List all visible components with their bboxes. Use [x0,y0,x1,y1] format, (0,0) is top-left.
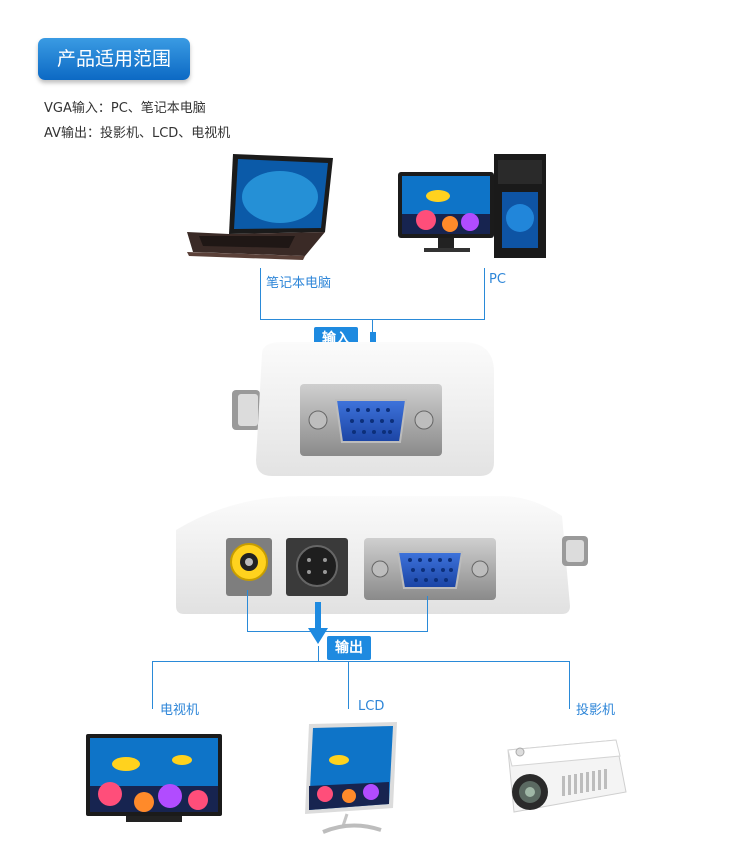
laptop-image [185,152,335,262]
rca-drop-line [247,590,248,632]
section-title: 产品适用范围 [56,48,171,70]
lcd-branch-line [348,661,349,709]
output-tag: 输出 [327,636,371,660]
laptop-label: 笔记本电脑 [266,276,332,291]
section-title-pill: 产品适用范围 [38,38,190,80]
projector-label: 投影机 [576,703,616,718]
output-join-line [247,631,428,632]
tv-image [86,730,222,826]
pc-label: PC [489,272,506,287]
lcd-label: LCD [358,699,385,714]
pc-image [398,152,548,260]
output-arrow-icon [308,602,328,646]
converter-input-side [232,342,502,477]
tv-branch-line [152,661,153,709]
lcd-image [303,722,399,840]
projector-image [498,736,630,820]
laptop-connector-line [260,268,261,320]
output-branch-line [152,661,570,662]
projector-branch-line [569,661,570,709]
pc-connector-line [484,268,485,320]
tv-label: 电视机 [160,703,200,718]
desc-line-output: AV输出：投影机、LCD、电视机 [44,126,231,141]
converter-output-side [172,496,592,616]
vga-out-drop-line [427,596,428,632]
output-trunk-line [318,646,319,662]
desc-line-input: VGA输入：PC、笔记本电脑 [44,101,206,116]
